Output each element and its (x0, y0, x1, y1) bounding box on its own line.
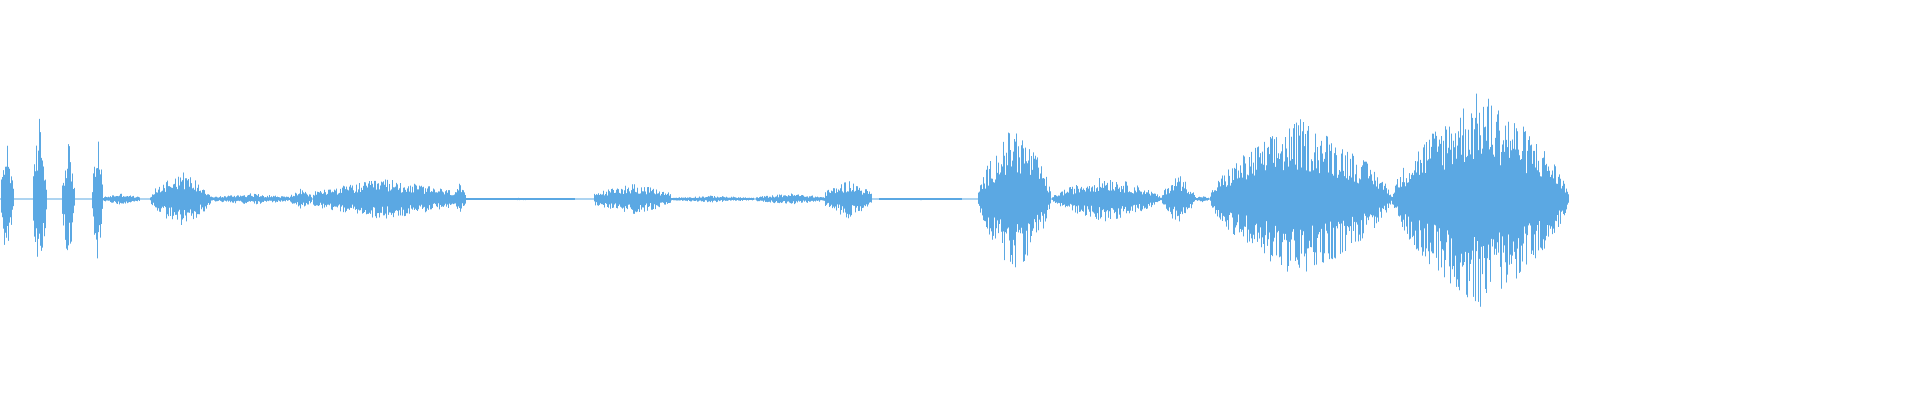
waveform-samples (1, 93, 1569, 307)
